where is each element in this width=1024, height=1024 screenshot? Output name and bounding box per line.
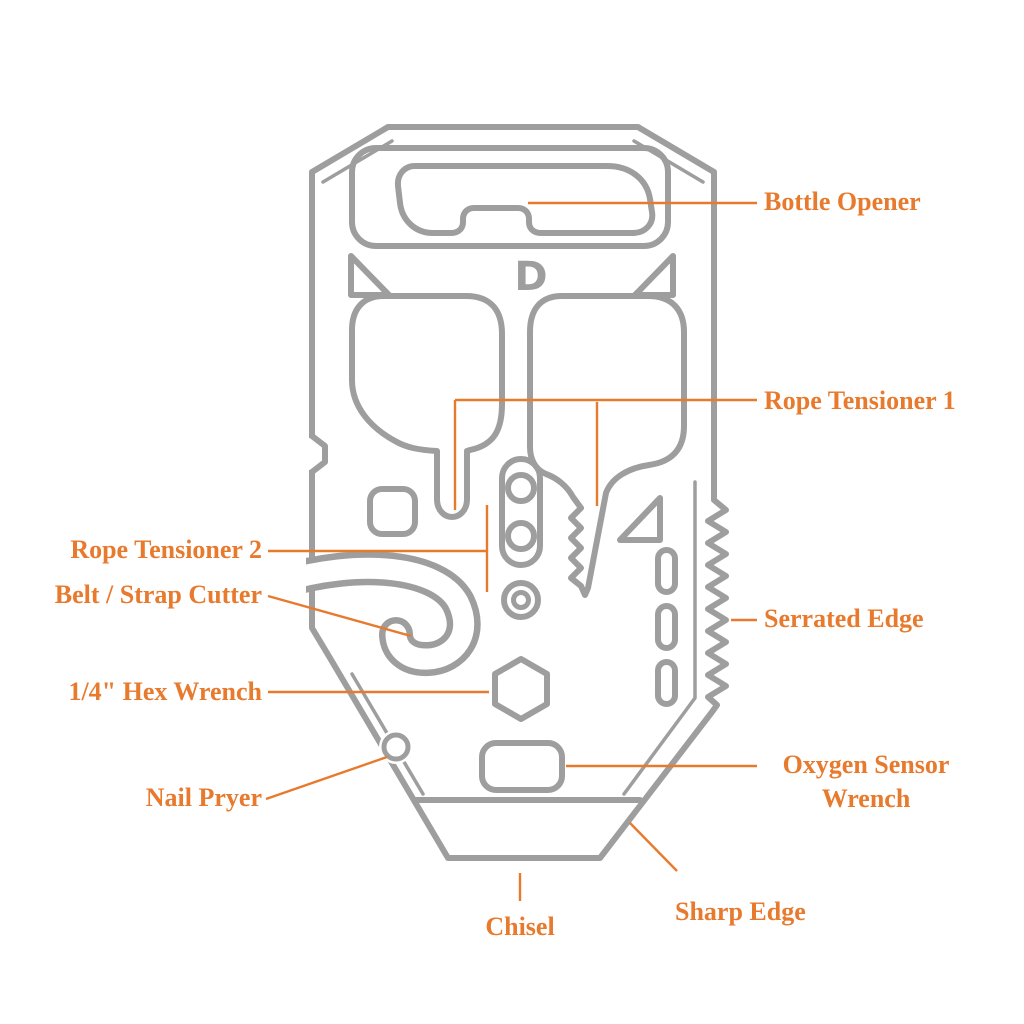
tool-outline xyxy=(309,124,729,861)
hook-edge-cleanup xyxy=(233,535,306,685)
label-rope-tensioner-2: Rope Tensioner 2 xyxy=(70,535,262,564)
nail-pryer-hole xyxy=(381,732,411,762)
small-cutout-left xyxy=(367,486,418,537)
belt-cutter-hook-slot xyxy=(269,557,475,670)
pill-slot-1 xyxy=(655,547,678,595)
cleat-hole-top xyxy=(505,472,537,504)
oxygen-sensor-cutout xyxy=(479,740,565,793)
label-serrated-edge: Serrated Edge xyxy=(764,604,924,633)
left-cutout-rope-slot xyxy=(349,293,505,520)
leader-rope-tensioner-1 xyxy=(453,398,757,510)
bottle-opener-island xyxy=(394,163,656,236)
label-bottle-opener: Bottle Opener xyxy=(764,187,921,216)
small-cutout-right xyxy=(617,495,663,543)
cleat-hole-bottom xyxy=(505,520,537,552)
rope-cleat-capsule xyxy=(499,456,543,568)
bottle-opener-window xyxy=(349,145,671,249)
hex-wrench-cutout xyxy=(492,656,550,722)
label-chisel: Chisel xyxy=(485,912,555,941)
leader-rope-tensioner-2 xyxy=(268,505,489,592)
brand-logo: D xyxy=(514,254,547,300)
grommet-ring-inner xyxy=(511,590,531,610)
right-cutout-serrated-slot xyxy=(527,293,687,598)
pill-slot-2 xyxy=(655,603,678,651)
label-belt-strap-cutter: Belt / Strap Cutter xyxy=(54,580,262,609)
leader-belt-strap-cutter xyxy=(267,594,412,638)
corner-cutout-left xyxy=(348,253,392,298)
label-sharp-edge: Sharp Edge xyxy=(675,897,806,926)
grommet-ring-outer xyxy=(501,580,541,620)
leader-sharp-edge xyxy=(629,822,678,872)
label-nail-pryer: Nail Pryer xyxy=(145,783,262,812)
edge-notch xyxy=(309,433,328,475)
leader-nail-pryer xyxy=(265,755,388,801)
label-rope-tensioner-1: Rope Tensioner 1 xyxy=(764,386,956,415)
serration-inner-line xyxy=(622,480,697,796)
label-oxygen-sensor-wrench: Oxygen Sensor Wrench xyxy=(782,750,950,813)
corner-cutout-right xyxy=(632,253,676,298)
label-hex-wrench: 1/4" Hex Wrench xyxy=(68,677,262,706)
pill-slot-3 xyxy=(655,659,678,707)
